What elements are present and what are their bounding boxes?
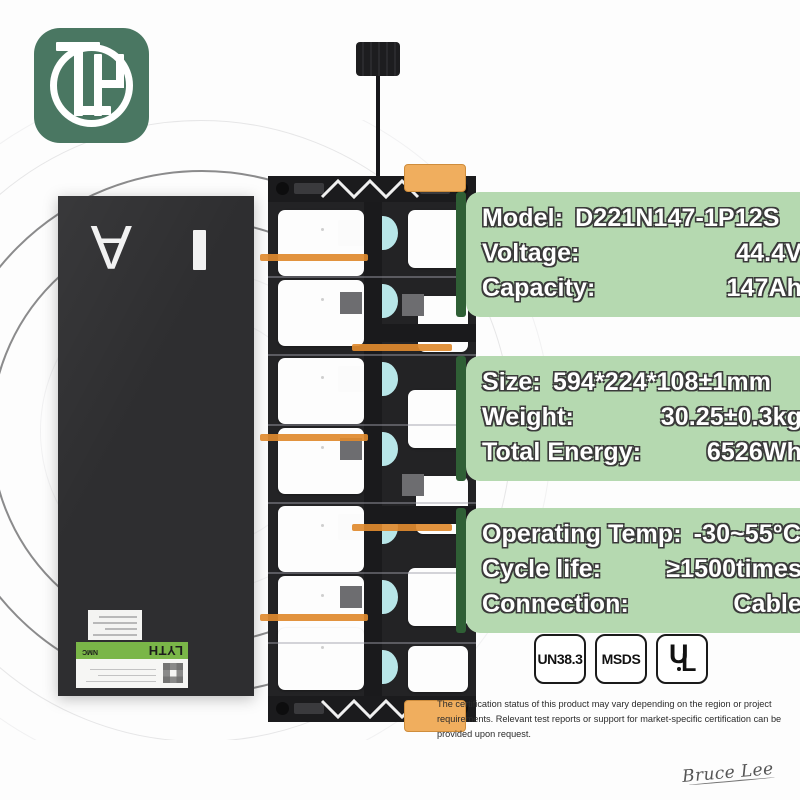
module-sensor-pad xyxy=(340,586,362,608)
module-sensor-pad xyxy=(402,294,424,316)
spec-row: Total Energy: 6526Wh xyxy=(482,435,800,470)
signature-text: Bruce Lee xyxy=(681,759,775,787)
spec-value: 6526Wh xyxy=(706,438,800,466)
battery-label-chemistry: NMC xyxy=(82,648,98,655)
module-bracket xyxy=(364,506,476,524)
spec-row: Cycle life: ≥1500times xyxy=(482,552,800,587)
ul-badge-icon: U L xyxy=(656,634,708,684)
battery-side-panel: A LYTH NMC xyxy=(58,196,254,696)
spec-label: Operating Temp: xyxy=(482,520,682,548)
spec-label: Weight: xyxy=(482,403,574,431)
spec-label: Cycle life: xyxy=(482,555,602,583)
logo-foot xyxy=(74,106,111,115)
connection-cable xyxy=(376,70,380,182)
spec-row: Operating Temp: -30~55°C xyxy=(482,517,800,552)
un38-3-badge-icon: UN38.3 xyxy=(534,634,586,684)
secondary-sticker xyxy=(88,610,142,640)
battery-module xyxy=(260,164,476,732)
module-bracket xyxy=(364,202,382,696)
battery-label-brand: LYTH xyxy=(148,643,183,658)
busbar xyxy=(352,524,452,531)
main-busbar xyxy=(404,164,466,192)
ul-badge-l: L xyxy=(681,649,696,677)
busbar xyxy=(260,614,368,621)
ul-badge-dot xyxy=(677,667,681,671)
spec-value: 147Ah xyxy=(726,274,800,302)
spec-block-3: Operating Temp: -30~55°C Cycle life: ≥15… xyxy=(456,508,800,633)
module-terminal-pad xyxy=(338,366,364,392)
un38-3-badge-label: UN38.3 xyxy=(537,651,583,667)
spec-value: 30.25±0.3kg xyxy=(660,403,800,431)
spec-label: Capacity: xyxy=(482,274,596,302)
company-logo xyxy=(34,28,149,143)
spec-row: Model: D221N147-1P12S xyxy=(482,201,800,236)
battery-brand-label: LYTH NMC xyxy=(76,642,188,688)
battery-cell xyxy=(408,646,468,692)
module-bracket xyxy=(364,324,476,342)
qr-code-icon xyxy=(163,663,183,683)
spec-label: Connection: xyxy=(482,590,629,618)
msds-badge-label: MSDS xyxy=(601,651,641,667)
spec-value: -30~55°C xyxy=(693,520,800,548)
certification-badges: UN38.3 MSDS U L xyxy=(534,634,708,684)
module-terminal-pad xyxy=(338,220,364,246)
spec-value: 594*224*108±1mm xyxy=(552,368,772,396)
spec-label: Voltage: xyxy=(482,239,580,267)
negative-terminal-icon xyxy=(193,230,206,270)
orientation-letter-glyph: A xyxy=(90,212,132,281)
ul-badge-u: U xyxy=(669,639,689,669)
battery-cell xyxy=(278,628,364,690)
spec-value: Cable xyxy=(733,590,800,618)
rail-lattice-icon xyxy=(320,699,424,719)
spec-label: Size: xyxy=(482,368,541,396)
logo-h-right xyxy=(116,54,124,88)
spec-row: Capacity: 147Ah xyxy=(482,271,800,306)
spec-block-2: Size: 594*224*108±1mm Weight: 30.25±0.3k… xyxy=(456,356,800,481)
spec-row: Weight: 30.25±0.3kg xyxy=(482,400,800,435)
busbar xyxy=(352,344,452,351)
signature: Bruce Lee xyxy=(681,759,775,787)
certification-disclaimer: The certification status of this product… xyxy=(437,699,782,739)
spec-value: ≥1500times xyxy=(666,555,800,583)
spec-label: Total Energy: xyxy=(482,438,642,466)
spec-value: 44.4V xyxy=(736,239,800,267)
orientation-letter-marking: A xyxy=(90,212,132,281)
spec-accent-bar xyxy=(456,508,466,633)
spec-row: Connection: Cable xyxy=(482,587,800,622)
spec-block-1: Model: D221N147-1P12S Voltage: 44.4V Cap… xyxy=(456,192,800,317)
msds-badge-icon: MSDS xyxy=(595,634,647,684)
logo-h-cross xyxy=(94,80,124,88)
module-sensor-pad xyxy=(402,474,424,496)
rail-lattice-icon xyxy=(320,179,424,199)
spec-accent-bar xyxy=(456,356,466,481)
main-busbar xyxy=(404,700,466,732)
spec-value: D221N147-1P12S xyxy=(575,204,780,232)
spec-row: Voltage: 44.4V xyxy=(482,236,800,271)
busbar xyxy=(260,434,368,441)
busbar xyxy=(260,254,368,261)
spec-label: Model: xyxy=(482,204,564,232)
spec-accent-bar xyxy=(456,192,466,317)
module-sensor-pad xyxy=(340,438,362,460)
logo-stem xyxy=(74,42,83,116)
cable-connector-plug xyxy=(356,42,400,76)
module-sensor-pad xyxy=(340,292,362,314)
spec-row: Size: 594*224*108±1mm xyxy=(482,365,800,400)
